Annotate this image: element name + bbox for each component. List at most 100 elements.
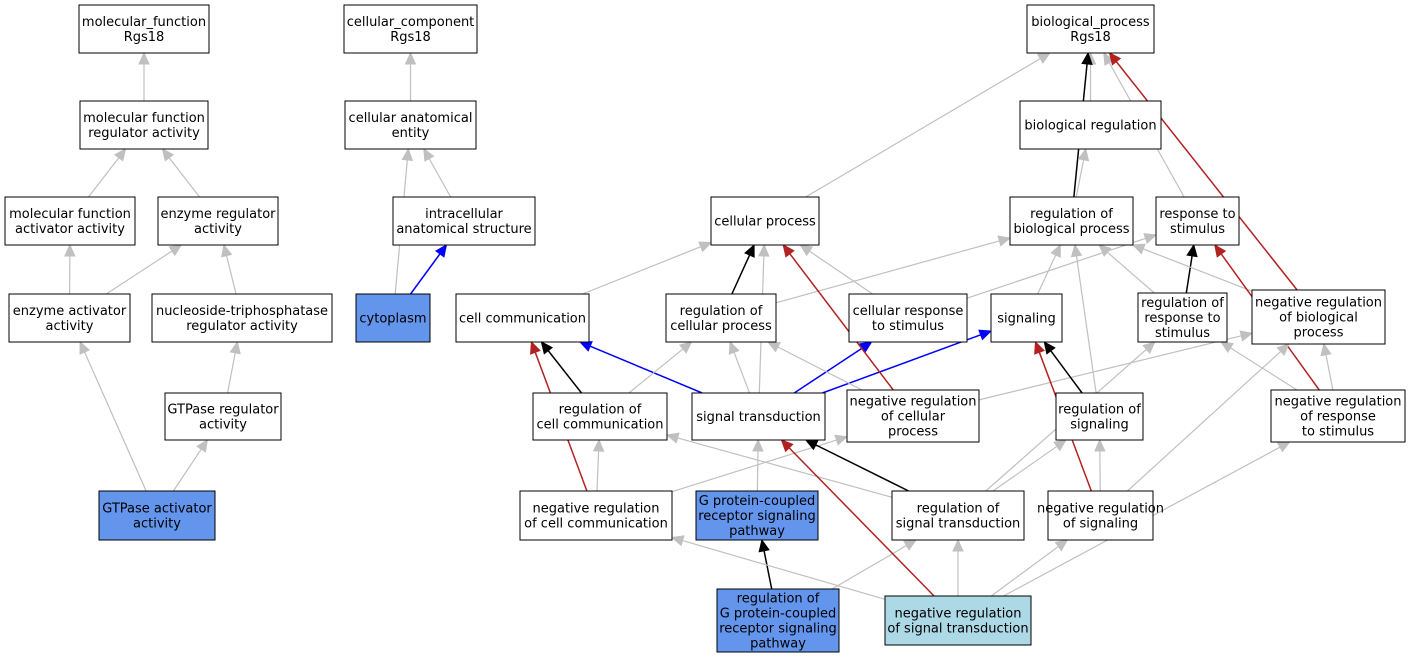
node-cellproc[interactable]: cellular process bbox=[710, 196, 820, 246]
node-label-line: negative regulation bbox=[1255, 296, 1382, 311]
edge-arrowhead bbox=[1186, 243, 1198, 258]
edge-line bbox=[793, 347, 863, 394]
edge-line bbox=[731, 254, 751, 295]
node-label-line: activity bbox=[194, 222, 242, 237]
node-box bbox=[695, 490, 819, 541]
edge-negcell-to-cellproc bbox=[782, 244, 894, 391]
edge-cytoplasm-to-ias bbox=[409, 244, 448, 295]
node-signaling[interactable]: signaling bbox=[990, 293, 1063, 343]
node-box bbox=[665, 293, 777, 343]
node-label-line: intracellular bbox=[425, 207, 503, 222]
edge-negst-to-sigtrans bbox=[780, 439, 935, 597]
edge-reggpcr-to-gpcr bbox=[758, 538, 773, 590]
node-label-line: to stimulus bbox=[1302, 425, 1374, 440]
node-label-line: negative regulation bbox=[1274, 395, 1401, 410]
edge-arrowhead bbox=[138, 51, 150, 65]
node-cytoplasm[interactable]: cytoplasm bbox=[355, 293, 431, 343]
edge-arrowhead bbox=[1108, 52, 1122, 66]
edge-line bbox=[409, 253, 441, 295]
edge-regsig-to-regbio bbox=[1070, 243, 1097, 394]
node-cellcomm[interactable]: cell communication bbox=[455, 293, 590, 343]
edge-regcell-to-cellproc bbox=[731, 243, 755, 295]
node-label-line: of biological bbox=[1279, 311, 1358, 326]
node-box bbox=[78, 4, 210, 54]
node-label-line: stimulus bbox=[1155, 326, 1210, 341]
node-label-line: regulation of bbox=[1058, 403, 1141, 418]
node-label-line: activity bbox=[199, 418, 247, 433]
edge-line bbox=[682, 540, 886, 600]
node-label-line: Rgs18 bbox=[390, 30, 431, 45]
node-label-line: entity bbox=[392, 126, 430, 141]
node-box bbox=[990, 293, 1063, 343]
node-label-line: activity bbox=[46, 319, 94, 334]
node-box bbox=[344, 100, 477, 150]
node-sigtrans[interactable]: signal transduction bbox=[691, 392, 826, 441]
edge-cellcomm-to-cellproc bbox=[582, 241, 713, 295]
edge-negcell-to-regcell bbox=[766, 341, 863, 391]
edge-arrowhead bbox=[665, 432, 680, 444]
node-box bbox=[355, 293, 431, 343]
edge-arrowhead bbox=[64, 243, 76, 257]
edge-sigtrans-to-regcell bbox=[728, 340, 751, 394]
edge-line bbox=[809, 250, 873, 295]
edge-line bbox=[1143, 248, 1253, 292]
edge-line bbox=[84, 351, 147, 492]
edge-negcc-to-negcell bbox=[671, 434, 849, 493]
edge-line bbox=[1185, 255, 1193, 294]
node-bioreg[interactable]: biological regulation bbox=[1019, 100, 1162, 150]
edge-arrowhead bbox=[1276, 441, 1291, 453]
edge-mf_reg-to-mf_root bbox=[138, 51, 150, 101]
node-label-line: regulator activity bbox=[88, 126, 200, 141]
edge-line bbox=[1127, 350, 1282, 492]
node-label-line: regulation of bbox=[737, 592, 820, 607]
edge-arrowhead bbox=[952, 538, 964, 552]
edge-arrowhead bbox=[1077, 147, 1090, 162]
node-box bbox=[691, 392, 826, 441]
node-label-line: regulator activity bbox=[186, 319, 298, 334]
edge-arrowhead bbox=[401, 147, 414, 161]
edge-arrowhead bbox=[1050, 243, 1061, 258]
edge-arrowhead bbox=[1094, 438, 1106, 452]
node-box bbox=[1270, 389, 1406, 443]
edge-arrowhead bbox=[1214, 244, 1227, 258]
edge-arrowhead bbox=[728, 340, 740, 355]
edge-negbio-to-regbio bbox=[1131, 243, 1253, 292]
edge-negst-to-regst bbox=[952, 538, 964, 596]
edge-arrowhead bbox=[758, 243, 770, 257]
edge-arrowhead bbox=[79, 340, 91, 355]
edge-arrowhead bbox=[1276, 343, 1290, 357]
edge-line bbox=[831, 545, 907, 590]
edge-arrowhead bbox=[678, 341, 693, 354]
edge-enz_reg-to-mf_reg bbox=[161, 148, 200, 198]
edge-arrowhead bbox=[1034, 340, 1045, 355]
